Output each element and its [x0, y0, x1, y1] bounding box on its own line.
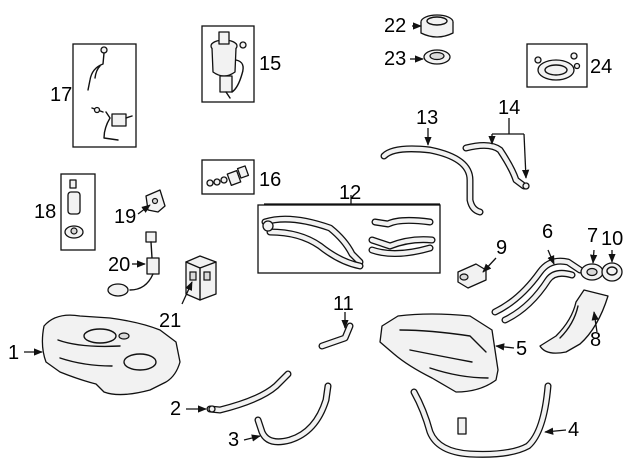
callout-17: 17 — [50, 84, 73, 106]
callout-1: 1 — [8, 342, 20, 364]
callout-9: 9 — [496, 237, 508, 259]
callout-19: 19 — [114, 206, 137, 228]
filler-hose-part-13 — [380, 145, 484, 216]
callout-13: 13 — [416, 107, 439, 129]
part-18-box — [60, 173, 96, 251]
tank-strap-part-2 — [206, 370, 292, 414]
breather-hose-part-14 — [462, 141, 530, 190]
part-12-box — [257, 204, 441, 274]
hose-part-11 — [318, 322, 354, 350]
cap-part-10 — [601, 262, 623, 282]
callout-2: 2 — [170, 398, 182, 420]
callout-24: 24 — [590, 56, 613, 78]
part-17-box — [72, 43, 137, 148]
tank-strap-part-3 — [254, 382, 332, 446]
callout-21: 21 — [159, 310, 182, 332]
callout-11: 11 — [333, 293, 354, 315]
callout-12: 12 — [339, 182, 362, 204]
fuel-pump-part-15 — [210, 31, 247, 99]
callout-8: 8 — [590, 329, 602, 351]
canister-part-21 — [185, 255, 217, 301]
leader-lines — [24, 22, 616, 442]
fittings-part-16 — [206, 165, 250, 187]
sensor-harness-part-20 — [107, 231, 160, 297]
callout-15: 15 — [259, 53, 282, 75]
callout-16: 16 — [259, 169, 282, 191]
callout-18: 18 — [34, 201, 57, 223]
callout-22: 22 — [384, 15, 407, 37]
gasket-part-23 — [423, 49, 451, 65]
part-15-box — [201, 25, 255, 103]
callout-14: 14 — [498, 97, 521, 119]
callout-7: 7 — [587, 225, 599, 247]
callout-5: 5 — [516, 338, 528, 360]
protector-part-9 — [457, 263, 487, 289]
callout-4: 4 — [568, 419, 580, 441]
heat-shield-part-5 — [379, 313, 499, 393]
callout-10: 10 — [601, 228, 624, 250]
part-24-box — [526, 43, 588, 88]
callout-20: 20 — [108, 254, 131, 276]
fuel-cap-part-22 — [420, 14, 454, 38]
callout-3: 3 — [228, 429, 240, 451]
filler-neck-part-7 — [580, 263, 604, 281]
part-16-box — [201, 159, 255, 195]
fuel-sender-part-17 — [87, 46, 133, 141]
fuel-tank-part-1 — [41, 314, 181, 396]
filler-pipe-part-6 — [491, 257, 584, 324]
bracket-part-19 — [145, 189, 166, 213]
callout-6: 6 — [542, 221, 554, 243]
fuel-filter-part-18 — [64, 179, 84, 239]
callout-23: 23 — [384, 48, 407, 70]
splash-shield-part-8 — [539, 289, 609, 354]
gasket-kit-part-24 — [534, 52, 581, 81]
frame-strap-part-4 — [410, 382, 552, 458]
hose-set-part-12 — [261, 215, 436, 270]
